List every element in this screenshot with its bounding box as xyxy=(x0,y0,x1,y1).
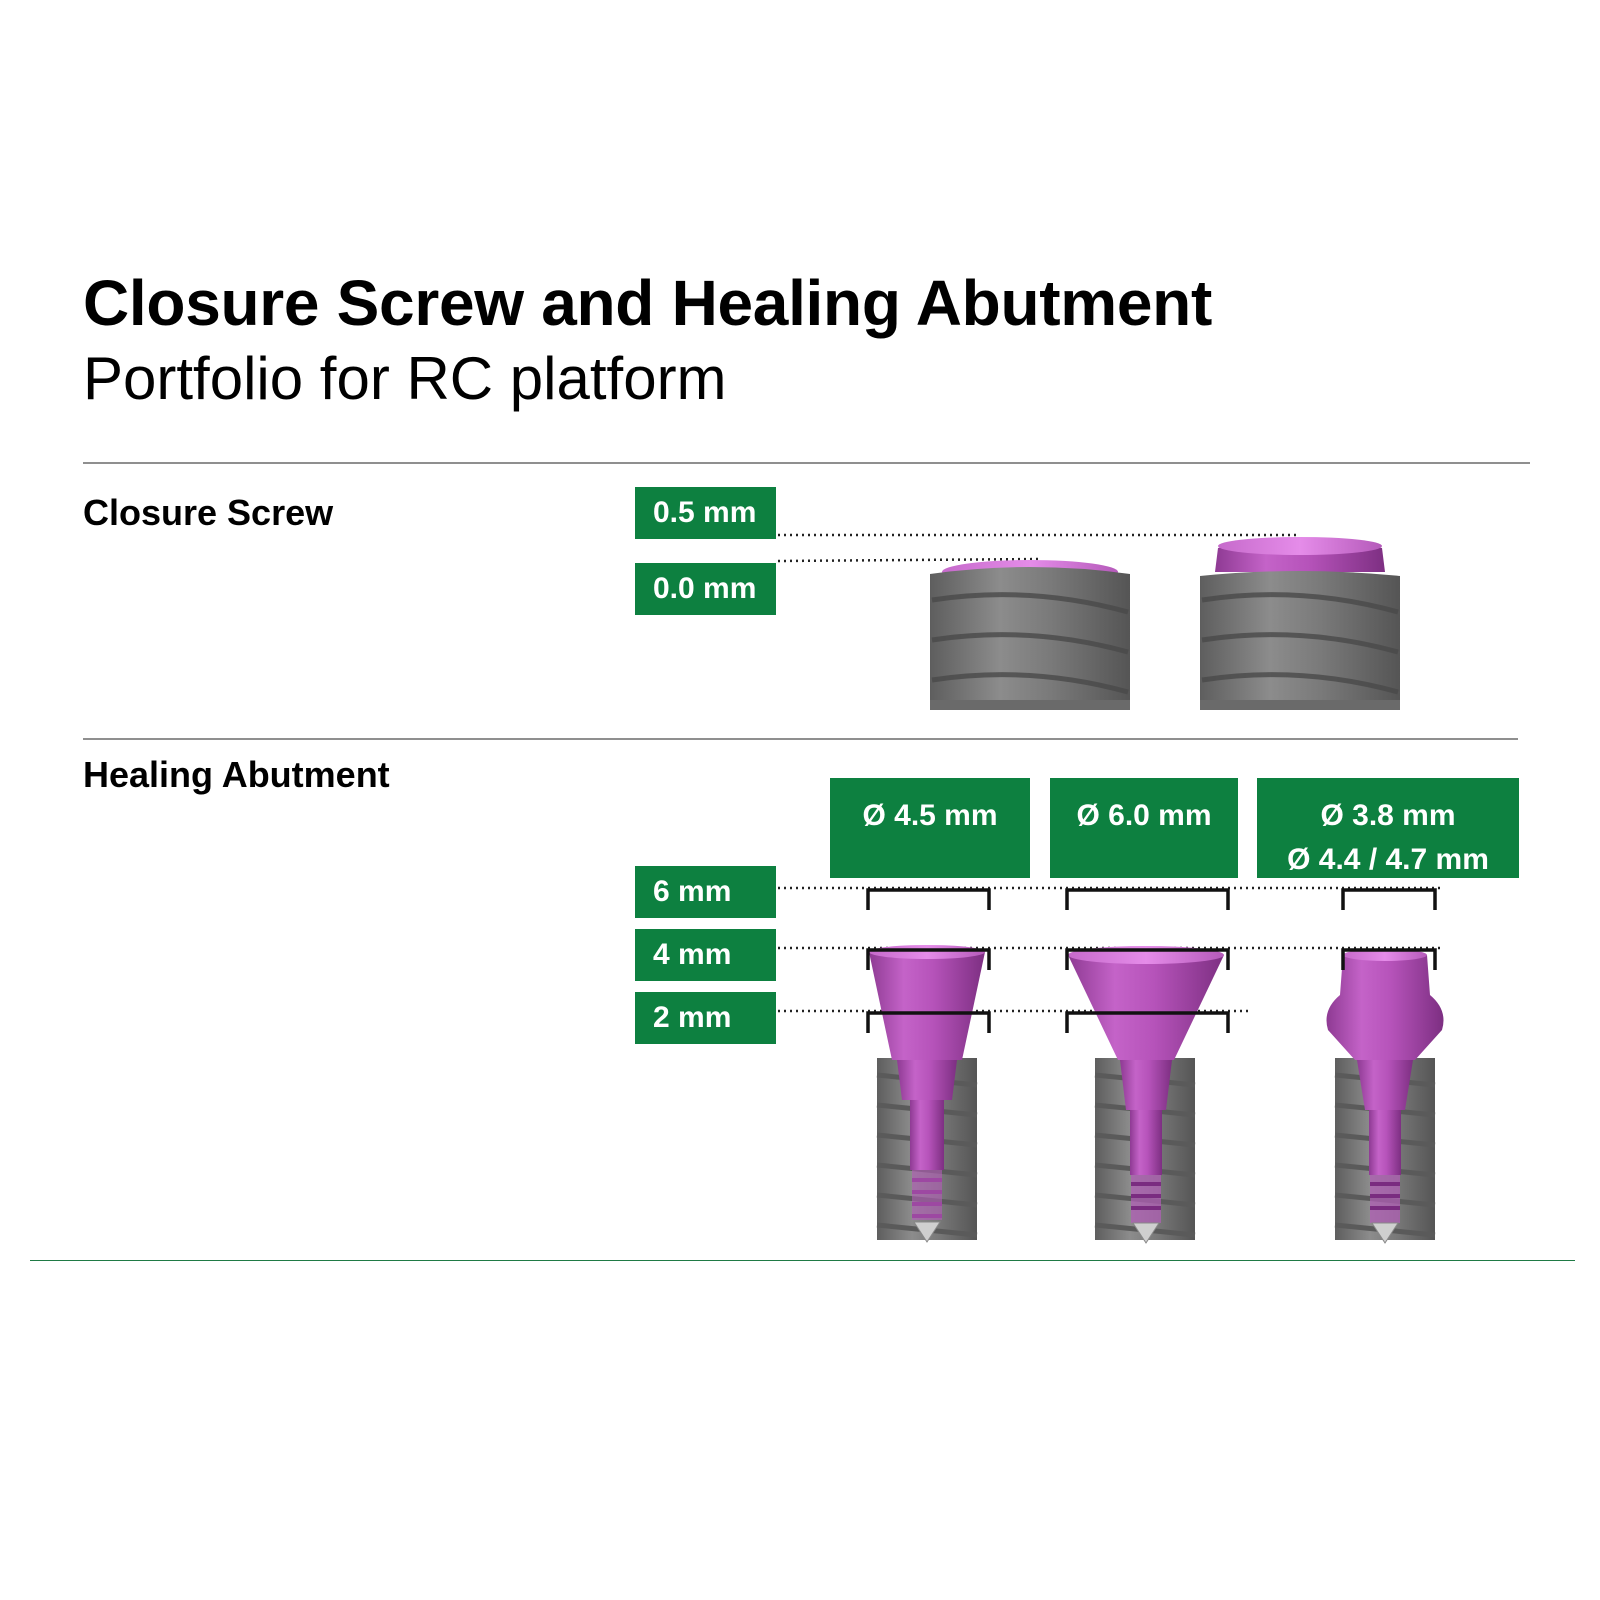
page-title: Closure Screw and Healing Abutment xyxy=(83,267,1212,339)
height-tag-4mm: 4 mm xyxy=(635,929,776,981)
height-tag-6mm: 6 mm xyxy=(635,866,776,918)
closure-screw-title: Closure Screw xyxy=(83,492,334,533)
diameter-tag-3-8: Ø 3.8 mm Ø 4.4 / 4.7 mm xyxy=(1257,778,1519,878)
divider-middle xyxy=(83,738,1518,740)
diameter-tag-3-8-line1: Ø 3.8 mm xyxy=(1320,799,1456,832)
healing-abutment-1 xyxy=(869,945,985,1243)
divider-bottom xyxy=(30,1260,1575,1261)
healing-abutment-2 xyxy=(1068,946,1224,1244)
height-tag-0-5mm: 0.5 mm xyxy=(635,487,776,539)
diameter-tag-4-5-line1: Ø 4.5 mm xyxy=(862,799,998,832)
diameter-tag-6-0-line1: Ø 6.0 mm xyxy=(1076,799,1212,832)
page-subtitle: Portfolio for RC platform xyxy=(83,345,727,412)
closure-screw-raised-implant xyxy=(1200,537,1400,710)
healing-abutment-3 xyxy=(1326,949,1444,1244)
divider-top xyxy=(83,462,1530,464)
diameter-tag-6-0: Ø 6.0 mm xyxy=(1050,778,1238,878)
closure-screw-flush-implant xyxy=(930,560,1130,710)
height-tag-2mm: 2 mm xyxy=(635,992,776,1044)
height-brackets xyxy=(866,888,1437,1033)
height-tag-0-0mm: 0.0 mm xyxy=(635,563,776,615)
diameter-tag-3-8-line2: Ø 4.4 / 4.7 mm xyxy=(1287,842,1489,876)
healing-abutment-title: Healing Abutment xyxy=(83,754,390,795)
diameter-tag-4-5: Ø 4.5 mm xyxy=(830,778,1030,878)
guide-lines-closure xyxy=(777,533,1300,563)
